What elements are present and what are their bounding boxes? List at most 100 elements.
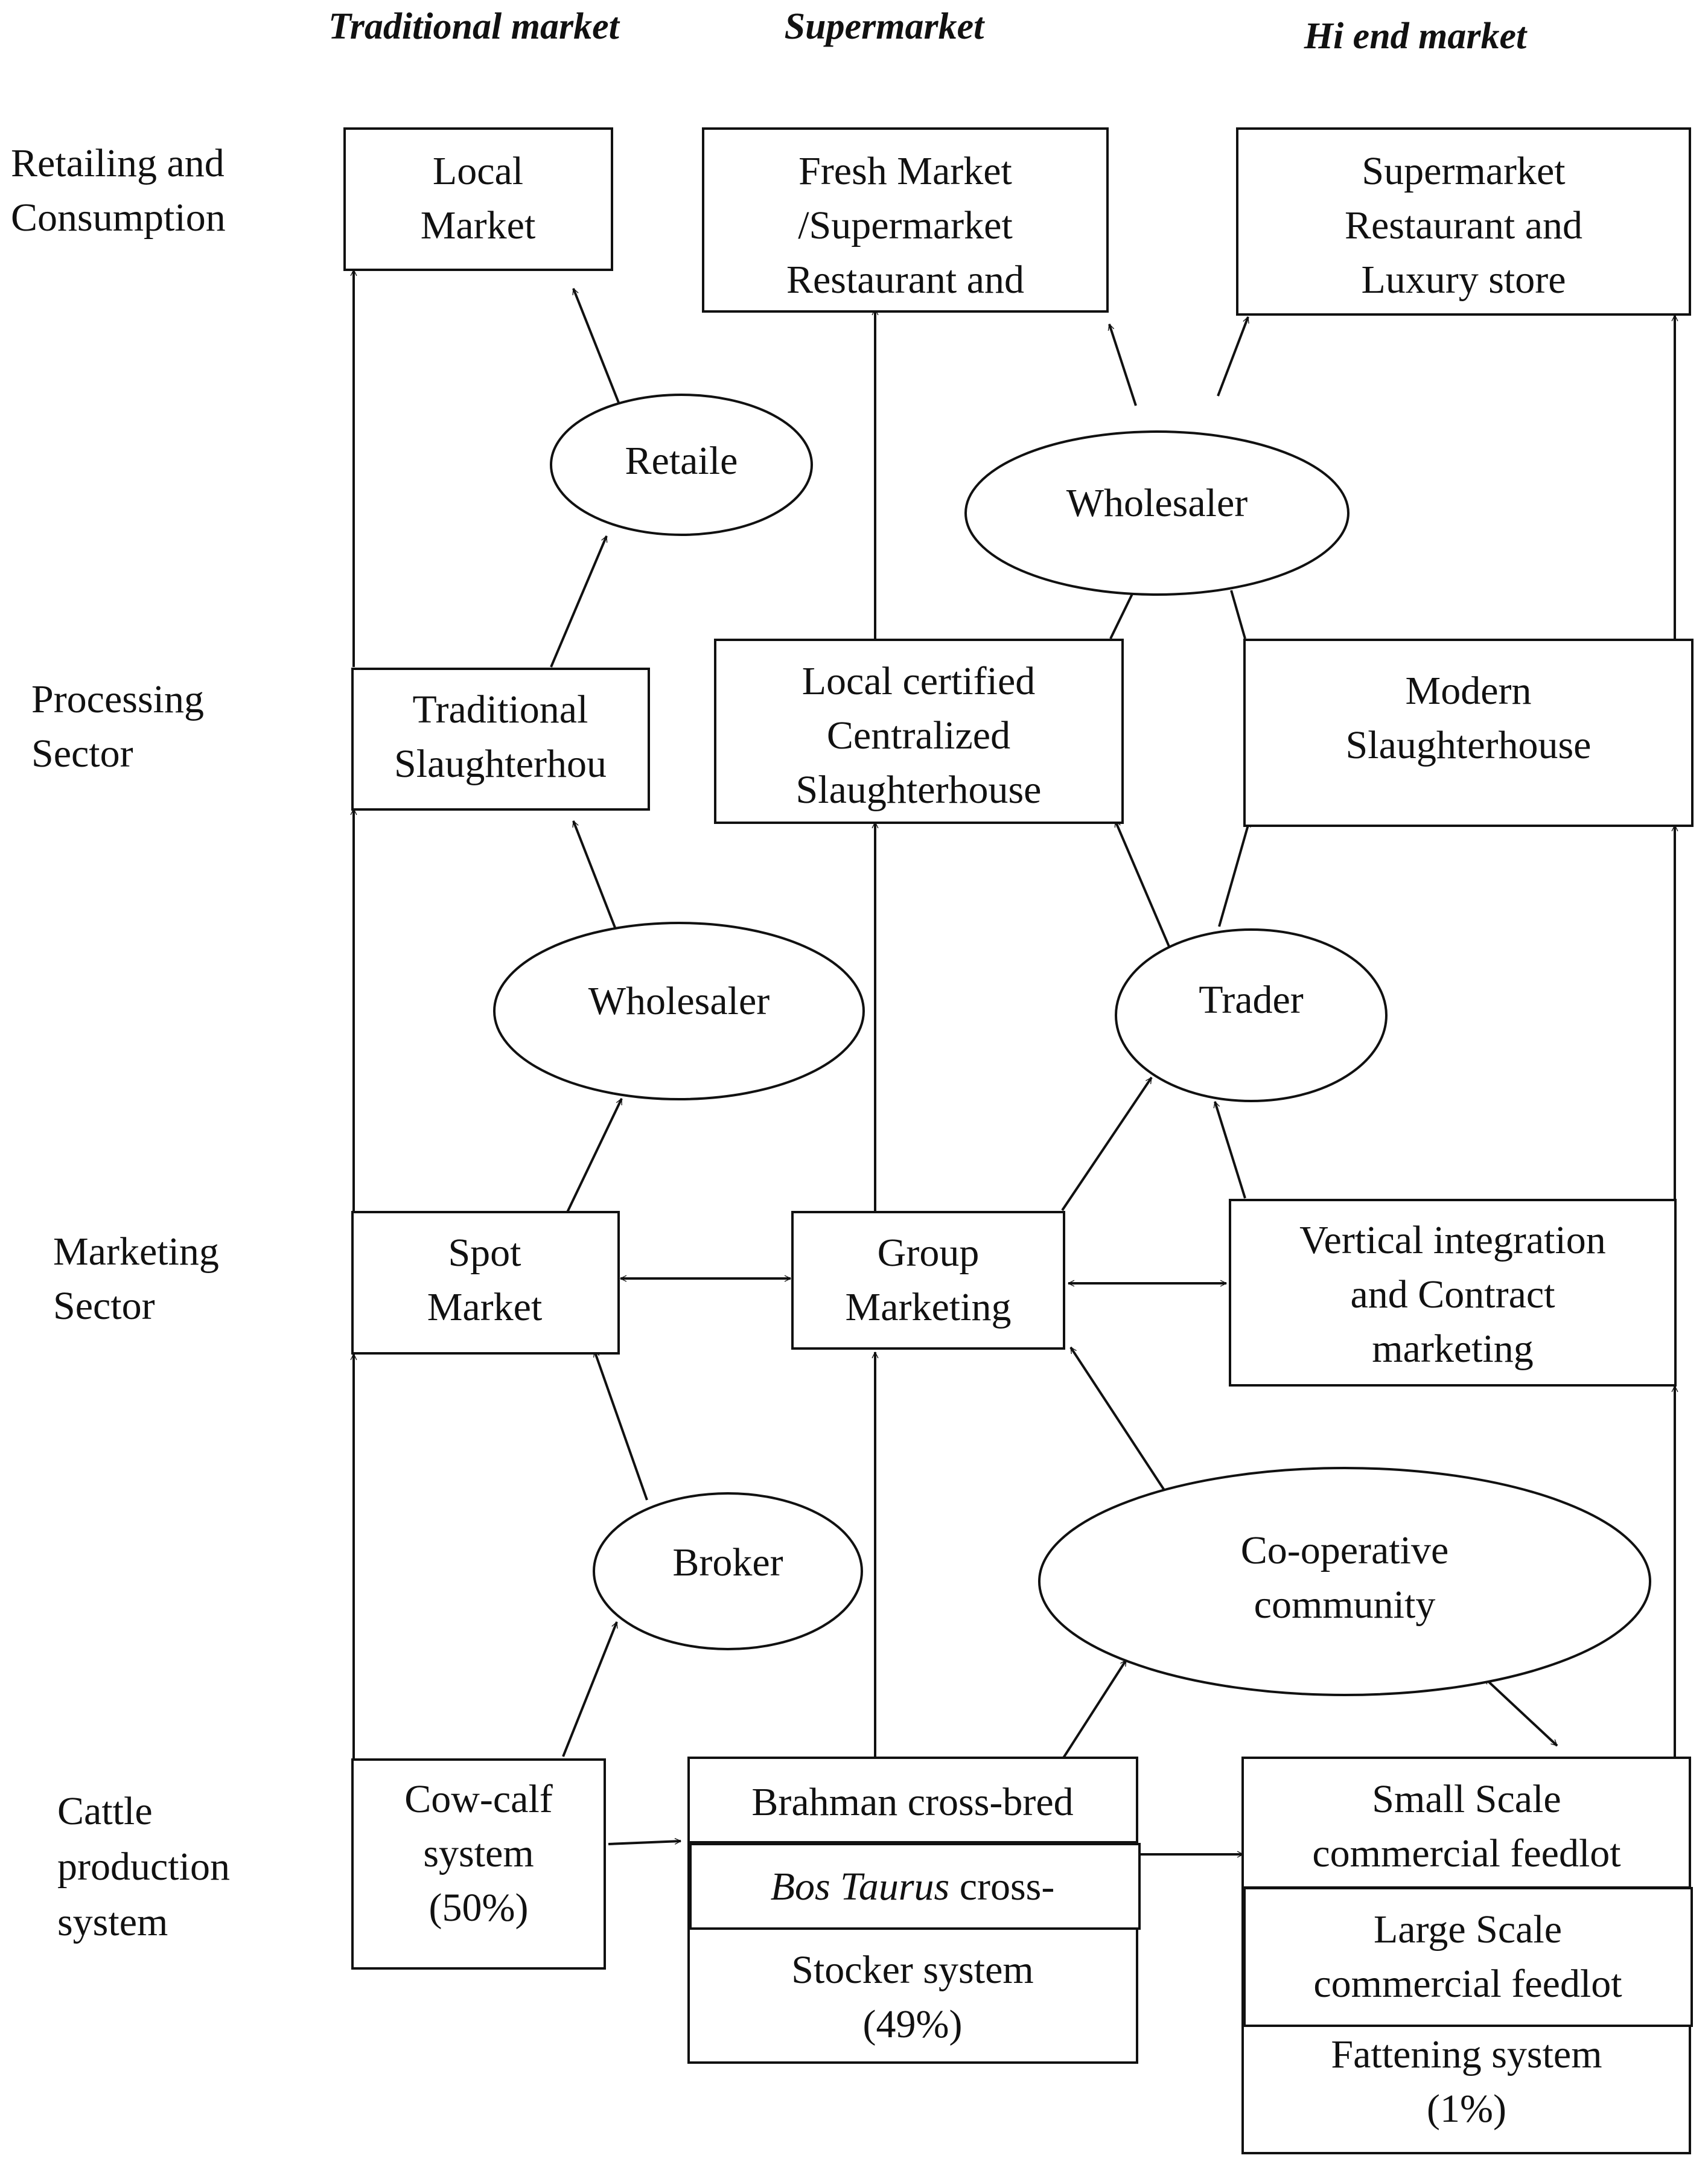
node-retaile: Retaile	[550, 394, 813, 536]
node-fresh-market-box	[702, 127, 1109, 313]
node-spot-market-line-2: Market	[427, 1285, 543, 1329]
node-local-certified-slaughterhouse: Local certified Centralized Slaughterhou…	[714, 639, 1124, 824]
edge-retaile-to-local-market	[572, 289, 621, 406]
node-wholesaler-mid-ellipse	[493, 922, 865, 1100]
column-title-traditional-market: Traditional market	[328, 6, 620, 47]
node-local-certified-line-3: Slaughterhouse	[796, 768, 1042, 812]
node-large-feedlot-line-2: commercial feedlot	[1313, 1962, 1622, 2006]
edges	[354, 270, 1675, 1854]
sector-label-retailing-line-1: Retailing and	[11, 141, 225, 185]
node-fattening-line-2: (1%)	[1427, 2087, 1506, 2131]
edge-trader-to-modern	[1218, 821, 1249, 927]
node-fattening-line-1: Fattening system	[1331, 2032, 1602, 2076]
edge-vertical-to-trader	[1215, 1102, 1246, 1199]
node-brahman-label: Brahman cross-bred	[751, 1780, 1073, 1824]
node-fresh-market-line-1: Fresh Market	[798, 149, 1012, 193]
node-bos-taurus-italic: Bos Taurus	[771, 1865, 950, 1909]
node-bos-taurus-label: Bos Taurus cross-	[771, 1865, 1055, 1909]
node-fresh-market: Fresh Market /Supermarket Restaurant and	[702, 127, 1109, 313]
node-wholesaler-top: Wholesaler	[964, 430, 1350, 596]
node-trader: Trader	[1115, 928, 1388, 1102]
sector-label-cattle-line-3: system	[57, 1900, 168, 1944]
node-wholesaler-mid: Wholesaler	[493, 922, 865, 1100]
node-small-feedlot-line-2: commercial feedlot	[1312, 1831, 1620, 1875]
column-title-supermarket: Supermarket	[785, 6, 985, 47]
sector-label-processing-line-2: Sector	[31, 732, 133, 776]
node-local-market-box	[343, 127, 613, 271]
sector-label-processing: Processing Sector	[31, 677, 204, 776]
sector-label-marketing-line-2: Sector	[53, 1284, 155, 1328]
node-brahman-box	[687, 1757, 1138, 1843]
node-vertical-integration-line-3: marketing	[1372, 1327, 1534, 1371]
node-bos-taurus-rest: cross-	[949, 1865, 1054, 1909]
node-wholesaler-mid-label: Wholesaler	[588, 979, 770, 1023]
node-vertical-integration-line-1: Vertical integration	[1299, 1218, 1606, 1262]
node-traditional-slaughterhouse: Traditional Slaughterhou	[351, 668, 650, 811]
edge-cowcalf-to-broker	[562, 1622, 618, 1757]
node-cow-calf-line-2: system	[423, 1831, 534, 1875]
edge-group-to-trader	[1061, 1077, 1153, 1211]
node-large-feedlot-box	[1243, 1887, 1693, 2027]
node-retaile-ellipse	[550, 394, 813, 536]
node-cow-calf-system: Cow-calf system (50%)	[351, 1758, 606, 1970]
node-hi-end-retail: Supermarket Restaurant and Luxury store	[1236, 127, 1691, 316]
node-local-certified-line-1: Local certified	[802, 659, 1036, 703]
edge-trader-to-certified	[1114, 821, 1172, 951]
node-local-certified-slaughterhouse-box	[714, 639, 1124, 824]
node-local-certified-line-2: Centralized	[827, 713, 1010, 758]
node-group-marketing-line-1: Group	[878, 1231, 980, 1275]
node-vertical-integration: Vertical integration and Contract market…	[1229, 1199, 1677, 1387]
edge-certified-to-wholesaler	[1109, 591, 1135, 639]
edge-cowcalf-to-stocker	[608, 1841, 681, 1845]
node-trader-label: Trader	[1199, 978, 1304, 1022]
edge-coop-smallscale-bidirectional	[1483, 1677, 1558, 1747]
node-broker-ellipse	[593, 1492, 863, 1650]
node-modern-slaughterhouse-line-1: Modern	[1406, 669, 1532, 713]
edge-wholesaler-to-hi-end-retail	[1217, 317, 1249, 397]
node-stocker-line-2: (49%)	[863, 2002, 963, 2046]
sector-label-marketing: Marketing Sector	[53, 1230, 219, 1328]
node-spot-market-line-1: Spot	[448, 1231, 521, 1275]
node-vertical-integration-box	[1229, 1199, 1677, 1387]
node-small-feedlot-line-1: Small Scale	[1372, 1777, 1561, 1821]
node-hi-end-retail-line-2: Restaurant and	[1345, 203, 1582, 247]
node-modern-slaughterhouse-line-2: Slaughterhouse	[1346, 723, 1592, 767]
node-group-marketing-line-2: Marketing	[846, 1285, 1012, 1329]
node-cooperative-line-2: community	[1254, 1583, 1436, 1627]
edge-trad-slaughter-to-retaile	[550, 536, 608, 668]
node-stocker-system: Brahman cross-bred Bos Taurus cross- Sto…	[687, 1757, 1141, 2064]
node-broker-label: Broker	[672, 1540, 783, 1585]
node-broker: Broker	[593, 1492, 863, 1650]
node-local-market: Local Market	[343, 127, 613, 271]
node-traditional-slaughterhouse-box	[351, 668, 650, 811]
sector-label-marketing-line-1: Marketing	[53, 1230, 219, 1274]
node-hi-end-retail-line-3: Luxury store	[1361, 258, 1566, 302]
node-trader-ellipse	[1115, 928, 1388, 1102]
node-group-marketing: Group Marketing	[791, 1211, 1065, 1350]
node-retaile-label: Retaile	[625, 439, 738, 483]
edge-spot-to-wholesaler	[566, 1099, 623, 1213]
sector-label-cattle-production: Cattle production system	[57, 1789, 230, 1944]
node-vertical-integration-line-2: and Contract	[1350, 1272, 1555, 1317]
node-bos-taurus-box	[689, 1843, 1141, 1930]
column-title-hi-end-market: Hi end market	[1304, 16, 1528, 57]
node-stocker-line-1: Stocker system	[791, 1948, 1033, 1992]
node-local-market-line-1: Local	[433, 149, 523, 193]
edge-modern-to-wholesaler	[1230, 590, 1246, 639]
sector-label-processing-line-1: Processing	[31, 677, 204, 721]
node-cow-calf-line-3: (50%)	[429, 1886, 529, 1930]
node-fattening-system: Small Scale commercial feedlot Large Sca…	[1241, 1757, 1693, 2154]
node-cooperative-community: Co-operative community	[1038, 1467, 1651, 1696]
node-cow-calf-line-1: Cow-calf	[404, 1777, 553, 1821]
node-modern-slaughterhouse-box	[1243, 639, 1694, 827]
node-wholesaler-top-label: Wholesaler	[1066, 481, 1248, 525]
node-large-feedlot-line-1: Large Scale	[1374, 1907, 1562, 1952]
node-cow-calf-box	[351, 1758, 606, 1970]
node-cooperative-ellipse	[1038, 1467, 1651, 1696]
edge-coop-to-group	[1069, 1347, 1166, 1492]
node-modern-slaughterhouse: Modern Slaughterhouse	[1243, 639, 1694, 827]
edge-wholesaler-to-fresh-market	[1109, 324, 1137, 406]
sector-label-retailing: Retailing and Consumption	[11, 141, 226, 240]
node-small-feedlot-box	[1241, 1757, 1691, 1889]
